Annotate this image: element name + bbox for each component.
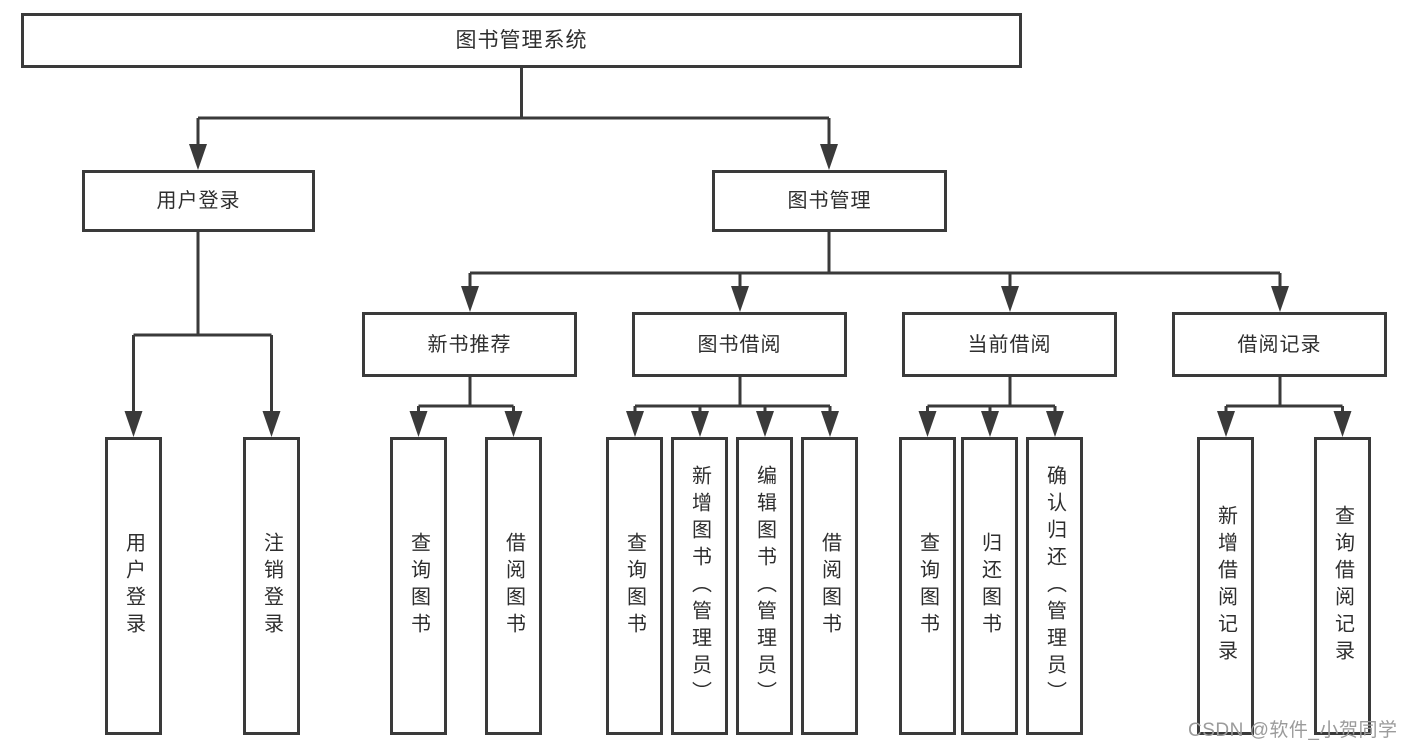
leaf-user-login: 用户登录 (105, 437, 162, 735)
node-current-borrowing: 当前借阅 (902, 312, 1117, 377)
node-root-system: 图书管理系统 (21, 13, 1022, 68)
leaf-confirm-return-admin: 确认归还（管理员） (1026, 437, 1083, 735)
leaf-add-borrow-record: 新增借阅记录 (1197, 437, 1254, 735)
leaf-query-books-recommend: 查询图书 (390, 437, 447, 735)
node-book-borrowing: 图书借阅 (632, 312, 847, 377)
leaf-edit-book-admin: 编辑图书（管理员） (736, 437, 793, 735)
csdn-watermark: CSDN @软件_小贺同学 (1188, 720, 1398, 741)
leaf-borrow-books-borrowing: 借阅图书 (801, 437, 858, 735)
leaf-return-book: 归还图书 (961, 437, 1018, 735)
node-book-management: 图书管理 (712, 170, 947, 232)
leaf-logout: 注销登录 (243, 437, 300, 735)
leaf-query-borrow-record: 查询借阅记录 (1314, 437, 1371, 735)
leaf-add-book-admin: 新增图书（管理员） (671, 437, 728, 735)
node-new-book-recommend: 新书推荐 (362, 312, 577, 377)
leaf-query-books-current: 查询图书 (899, 437, 956, 735)
node-user-login: 用户登录 (82, 170, 315, 232)
node-borrowing-records: 借阅记录 (1172, 312, 1387, 377)
leaf-borrow-books-recommend: 借阅图书 (485, 437, 542, 735)
leaf-query-books-borrowing: 查询图书 (606, 437, 663, 735)
